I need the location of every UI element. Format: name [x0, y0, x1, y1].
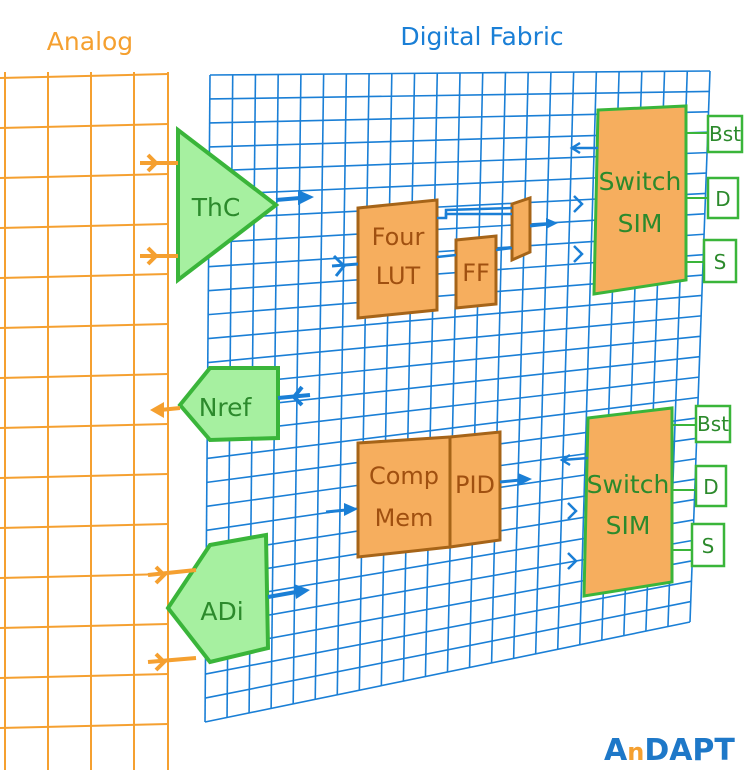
grid-line [207, 335, 701, 388]
grid-line [0, 573, 169, 579]
grid-line [578, 71, 598, 645]
thc-input-connectors [140, 153, 178, 266]
pid-block: PID [448, 430, 502, 549]
mux-block [510, 195, 532, 263]
pin-s-top-box [702, 238, 738, 284]
grid-line [468, 72, 484, 668]
thc-label: ThC [191, 193, 241, 222]
comp-mem-input-arrow [325, 503, 358, 516]
grid-line [380, 73, 393, 686]
grid-line [207, 355, 700, 412]
grid-line [0, 223, 169, 229]
four-lut-block: Four LUT [356, 198, 439, 320]
comp-mem-label-line2: Mem [375, 504, 434, 532]
grid-line [209, 70, 711, 76]
grid-line [207, 376, 699, 436]
four-lut-input [331, 254, 359, 277]
grid-line [0, 523, 169, 529]
grid-line [402, 73, 416, 682]
pin-bst-bottom: Bst [697, 412, 729, 436]
digital-fabric-header: Digital Fabric [400, 22, 563, 51]
nref-block: Nref [177, 366, 280, 443]
analog-header: Analog [47, 27, 133, 56]
four-lut-label-line1: Four [372, 223, 425, 251]
grid-line [0, 473, 169, 479]
switch-sim-top-label-line2: SIM [618, 209, 663, 238]
grid-line [292, 74, 302, 704]
switch-sim-top-pins: Bst D S [686, 114, 744, 284]
grid-line [204, 621, 691, 723]
pid-label: PID [455, 471, 495, 499]
adi-output-connectors [147, 565, 197, 672]
adi-block: ADi [165, 532, 271, 665]
pin-bst-top-box [706, 114, 744, 154]
grid-line [0, 723, 169, 729]
pin-d-bottom-box [694, 464, 728, 508]
grid-line [0, 423, 169, 429]
grid-line [424, 73, 439, 677]
pin-bst-top: Bst [709, 122, 741, 146]
analog-grid [0, 72, 169, 770]
thc-block: ThC [176, 125, 280, 285]
grid-line [207, 294, 702, 340]
grid-line [556, 72, 575, 650]
grid-line [205, 600, 691, 699]
comp-mem-block: Comp Mem [356, 435, 452, 559]
switch-sim-top-connectors [569, 141, 598, 263]
grid-line [534, 72, 552, 654]
grid-line [206, 396, 699, 460]
nref-output-arrow [150, 402, 181, 418]
grid-line [490, 72, 507, 663]
adi-label: ADi [200, 597, 243, 626]
pin-d-top: D [715, 187, 730, 211]
pin-bst-bottom-box [694, 404, 732, 444]
grid-line [336, 73, 348, 695]
thc-output-arrow [275, 190, 314, 205]
comp-mem-label-line1: Comp [369, 462, 439, 490]
ff-block: FF [454, 234, 498, 310]
nref-input-connector [277, 385, 311, 407]
pin-d-top-box [706, 176, 740, 220]
grid-line [0, 273, 169, 279]
logo-part-3: DAPT [644, 733, 735, 768]
pin-s-bottom-box [690, 522, 726, 568]
grid-line [205, 580, 692, 675]
switch-sim-top: Switch SIM [592, 104, 688, 296]
switch-sim-bottom-label-line2: SIM [606, 511, 651, 540]
switch-sim-bottom: Switch SIM [582, 406, 674, 598]
pid-output-arrow [499, 473, 532, 486]
logo-part-1: A [604, 733, 628, 768]
logo-part-2: n [627, 738, 644, 766]
grid-line [0, 673, 169, 679]
pin-d-bottom: D [703, 475, 718, 499]
grid-line [0, 73, 169, 79]
adi-input-arrow [267, 584, 310, 599]
pin-s-bottom: S [702, 534, 715, 558]
grid-line [314, 74, 325, 700]
mux-output-arrow [529, 218, 558, 229]
grid-line [0, 373, 169, 379]
andapt-logo: AnDAPT [604, 733, 735, 768]
lut-ff-wiring [436, 206, 513, 259]
grid-line [0, 323, 169, 329]
grid-line [0, 173, 169, 179]
grid-line [358, 73, 370, 691]
pin-s-top: S [714, 250, 727, 274]
ff-label: FF [462, 259, 490, 287]
grid-line [0, 623, 169, 629]
grid-line [209, 90, 710, 100]
switch-sim-top-label-line1: Switch [599, 167, 682, 196]
switch-sim-bottom-pins: Bst D S [672, 404, 732, 568]
grid-line [446, 72, 461, 673]
nref-label: Nref [199, 393, 253, 422]
grid-line [207, 315, 702, 364]
grid-line [0, 123, 169, 129]
switch-sim-bottom-label-line1: Switch [587, 470, 670, 499]
switch-sim-bottom-connectors [559, 453, 589, 570]
grid-line [512, 72, 529, 659]
four-lut-label-line2: LUT [376, 262, 421, 290]
